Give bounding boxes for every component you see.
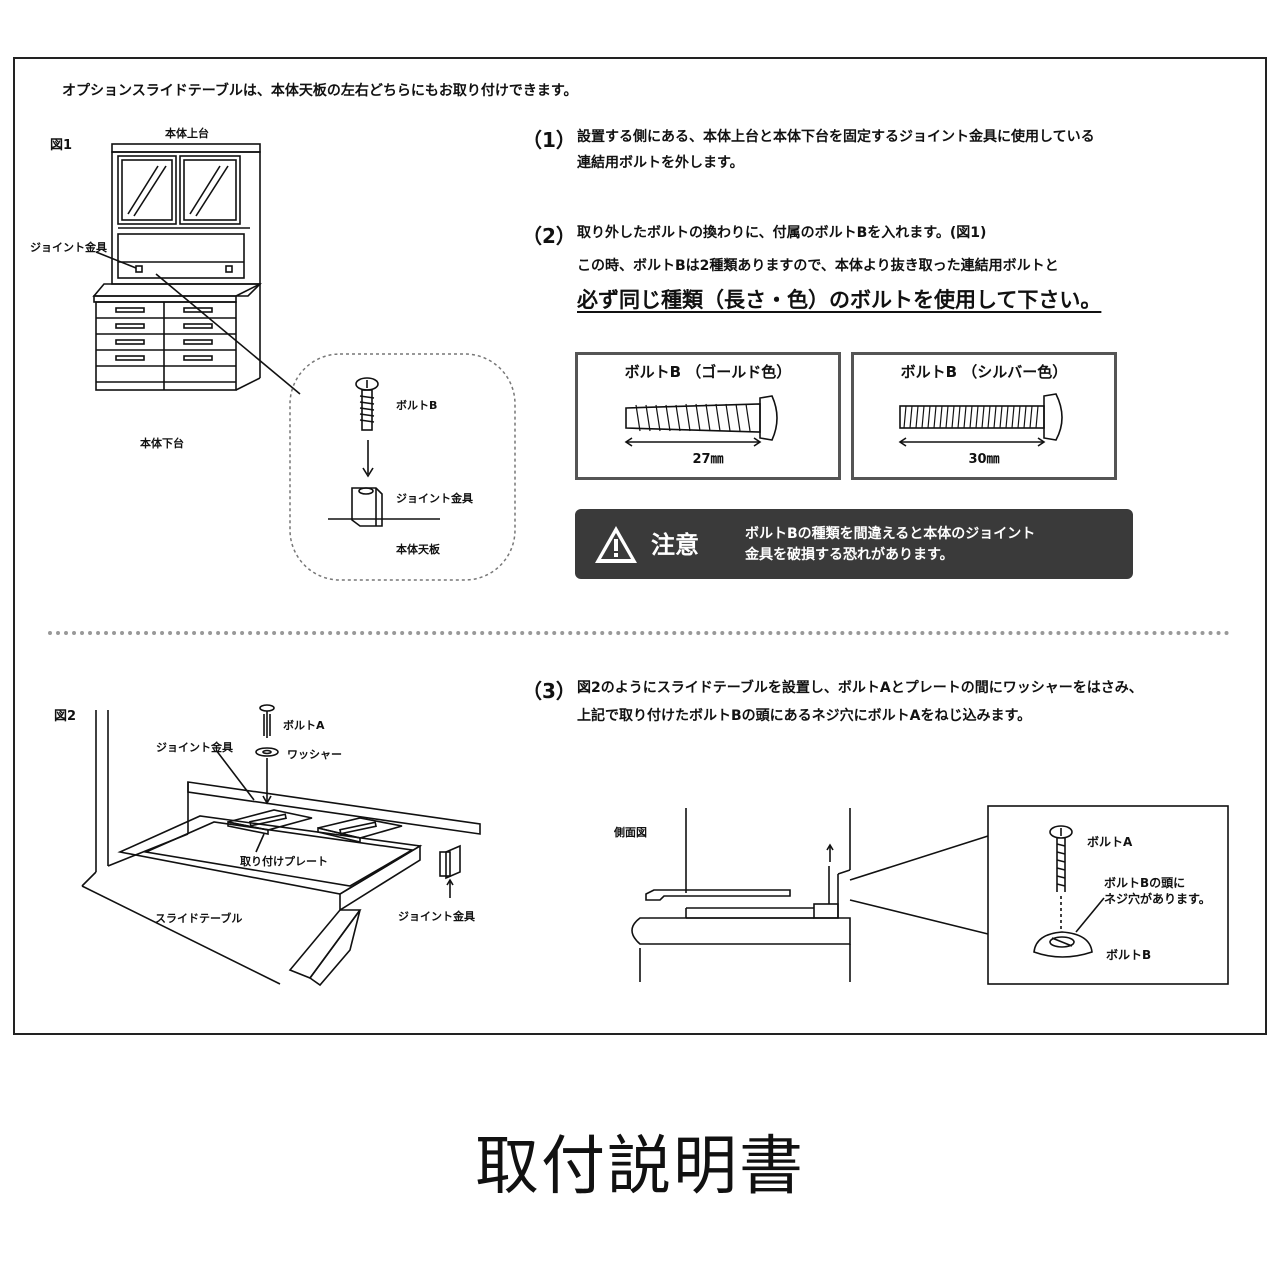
caution-banner: 注意 ボルトBの種類を間違えると本体のジョイント 金具を破損する恐れがあります。 bbox=[575, 509, 1133, 579]
page-title: 取付説明書 bbox=[475, 1130, 805, 1204]
side-bolt-a-label: ボルトA bbox=[1087, 835, 1133, 849]
step3-number: （3） bbox=[522, 679, 576, 703]
caution-word: 注意 bbox=[651, 531, 699, 559]
fig2-label: 図2 bbox=[54, 709, 77, 724]
caution-line1: ボルトBの種類を間違えると本体のジョイント bbox=[745, 526, 1036, 542]
bolt-gold-box: ボルトB （ゴールド色） 27㎜ bbox=[575, 352, 841, 480]
side-bolt-b-label: ボルトB bbox=[1106, 948, 1152, 962]
fig2-bolt-a-label: ボルトA bbox=[283, 719, 325, 732]
caution-message: ボルトBの種類を間違えると本体のジョイント 金具を破損する恐れがあります。 bbox=[745, 524, 1035, 566]
bolt-gold-title: ボルトB （ゴールド色） bbox=[624, 363, 792, 381]
fig2-joint2-label: ジョイント金具 bbox=[398, 910, 475, 923]
step2-emphasis: 必ず同じ種類（長さ・色）のボルトを使用して下さい。 bbox=[577, 288, 1102, 312]
bolt-gold-length: 27㎜ bbox=[692, 452, 724, 467]
step2-number: （2） bbox=[522, 224, 576, 248]
fig1-joint-label: ジョイント金具 bbox=[30, 241, 107, 254]
side-note-line1: ボルトBの頭に bbox=[1104, 876, 1186, 890]
warning-icon bbox=[595, 526, 637, 563]
bolt-illustrations bbox=[624, 393, 1063, 447]
fig2-washer-label: ワッシャー bbox=[287, 748, 342, 761]
fig2-slide-label: スライドテーブル bbox=[155, 912, 243, 925]
caution-line2: 金具を破損する恐れがあります。 bbox=[745, 547, 954, 563]
intro-text: オプションスライドテーブルは、本体天板の左右どちらにもお取り付けできます。 bbox=[62, 83, 578, 99]
fig2-plate-label: 取り付けプレート bbox=[240, 855, 328, 868]
side-view-label: 側面図 bbox=[614, 826, 647, 839]
fig1-lower-label: 本体下台 bbox=[140, 437, 184, 450]
detail-top-label: 本体天板 bbox=[396, 543, 440, 556]
fig2-joint-label: ジョイント金具 bbox=[156, 741, 233, 754]
fig1-label: 図1 bbox=[50, 138, 73, 153]
detail-joint-label: ジョイント金具 bbox=[396, 492, 473, 505]
step1-line1: 設置する側にある、本体上台と本体下台を固定するジョイント金具に使用している bbox=[577, 129, 1095, 145]
bolt-silver-box: ボルトB （シルバー色） 30㎜ bbox=[851, 352, 1117, 480]
cabinet-drawing bbox=[92, 143, 516, 581]
detail-bolt-label: ボルトB bbox=[396, 399, 438, 412]
bolt-silver-title: ボルトB （シルバー色） bbox=[900, 363, 1068, 381]
step3-line2: 上記で取り付けたボルトBの頭にあるネジ穴にボルトAをねじ込みます。 bbox=[577, 708, 1032, 724]
slide-table-drawing bbox=[81, 704, 481, 987]
step1-number: （1） bbox=[522, 128, 576, 152]
fig1-upper-label: 本体上台 bbox=[165, 127, 209, 140]
side-note-line2: ネジ穴があります。 bbox=[1104, 892, 1211, 906]
bolt-silver-length: 30㎜ bbox=[968, 452, 1000, 467]
step3-line1: 図2のようにスライドテーブルを設置し、ボルトAとプレートの間にワッシャーをはさみ… bbox=[577, 680, 1143, 696]
step2-line1: 取り外したボルトの換わりに、付属のボルトBを入れます。(図1) bbox=[577, 225, 987, 241]
instruction-frame bbox=[13, 57, 1267, 1035]
section-divider bbox=[48, 631, 1230, 635]
step2-line2: この時、ボルトBは2種類ありますので、本体より抜き取った連結用ボルトと bbox=[577, 258, 1059, 274]
side-view-drawing bbox=[631, 805, 1229, 985]
step1-line2: 連結用ボルトを外します。 bbox=[577, 155, 744, 171]
